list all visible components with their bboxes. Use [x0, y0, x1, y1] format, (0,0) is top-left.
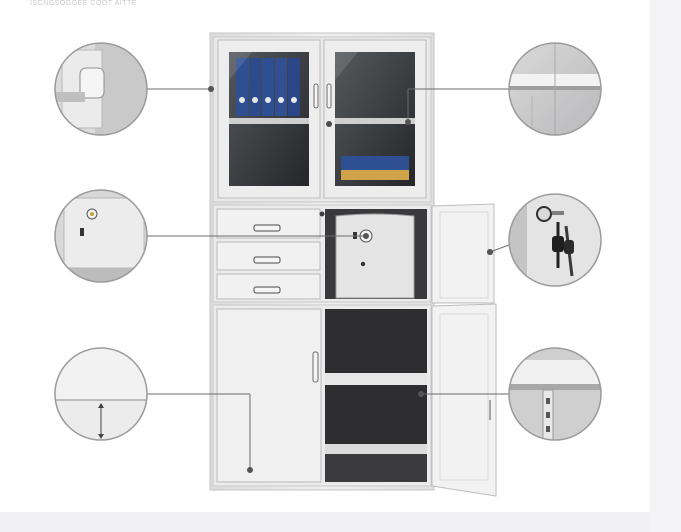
open-lower-door — [431, 303, 497, 497]
detail-circle-shelf-rail — [508, 42, 602, 136]
detail-circle-shelf-bracket — [508, 347, 602, 441]
lower-door-handle — [312, 351, 319, 383]
callout-lines — [147, 88, 510, 470]
glass-door-lock — [326, 121, 332, 127]
safe-box — [335, 213, 415, 299]
glass-door-section — [212, 36, 432, 203]
lower-cupboard-section — [212, 303, 497, 497]
lower-left-door — [216, 308, 322, 483]
detail-circle-safe-lock — [54, 189, 148, 283]
drawer-safe-section — [212, 203, 495, 304]
drawer-1 — [216, 208, 321, 239]
lower-shelf — [325, 373, 427, 385]
page-margin — [650, 0, 681, 532]
right-door-handle — [326, 83, 332, 109]
cabinet — [209, 32, 497, 497]
detail-circle-lock-latch — [54, 42, 148, 136]
detail-circle-key-lock — [508, 193, 602, 287]
binders — [236, 58, 300, 116]
detail-circle-base-height — [54, 347, 148, 441]
open-middle-door — [431, 203, 495, 304]
drawer-2 — [216, 241, 321, 271]
lying-binder — [341, 156, 409, 170]
watermark-text: ISCNGSOGGEE COOT AITTE — [30, 0, 137, 7]
left-door-handle — [313, 83, 319, 109]
callout-dots — [208, 86, 493, 473]
